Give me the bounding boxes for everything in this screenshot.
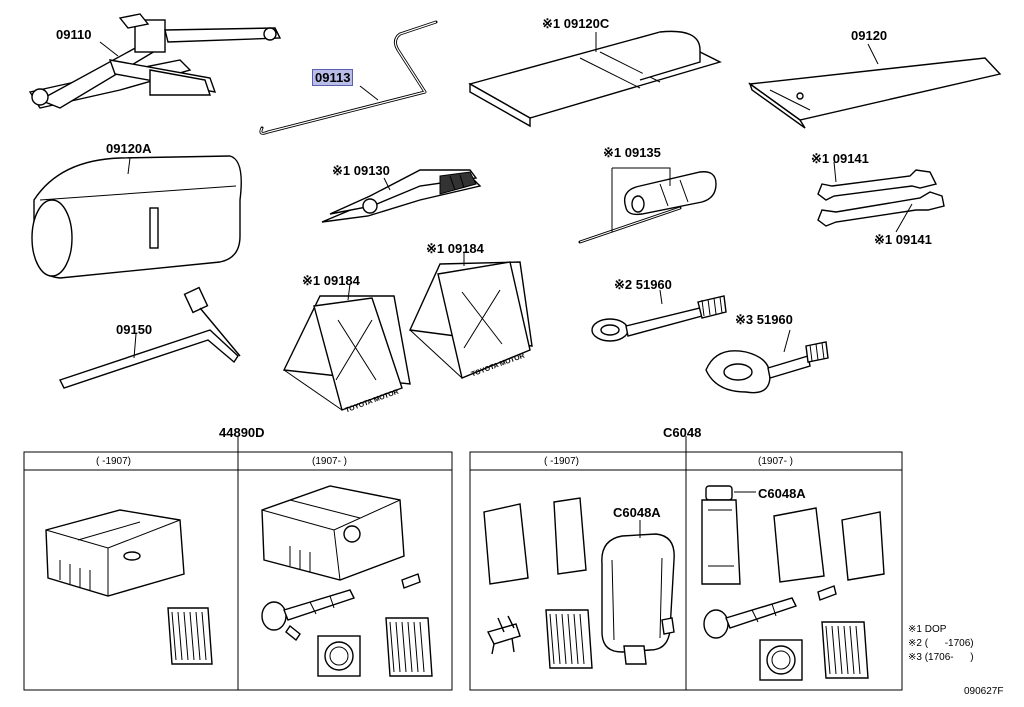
label-repair-kit-c6048[interactable]: C6048 [663, 425, 702, 440]
date-range-44890d-old: ( -1907) [96, 456, 132, 467]
label-tool-bag-c[interactable]: ※1 09120C [542, 16, 610, 31]
lug-wrench-drawing [59, 286, 241, 389]
bags-b-drawing [773, 507, 885, 583]
label-repair-kit-44890d[interactable]: 44890D [219, 425, 265, 440]
sealant-pads-b-drawing [385, 617, 433, 677]
date-range-c6048-old: ( -1907) [544, 456, 580, 467]
label-lug-wrench[interactable]: 09150 [116, 322, 153, 337]
label-towing-eye-b[interactable]: ※3 51960 [735, 312, 793, 327]
wrench-b-drawing [817, 191, 945, 227]
label-triangle-b[interactable]: ※1 09184 [426, 241, 484, 256]
label-towing-eye-a[interactable]: ※2 51960 [614, 277, 672, 292]
towing-eye-b-drawing [705, 341, 829, 394]
valve-core-a-drawing [401, 573, 421, 589]
label-tool-case[interactable]: 09120A [106, 141, 152, 156]
wrench-a-drawing [817, 169, 938, 201]
hose-a-drawing [261, 589, 355, 642]
label-wrench-b[interactable]: ※1 09141 [874, 232, 932, 247]
tool-bag-c-drawing [468, 30, 722, 128]
warning-triangle-a-drawing [282, 295, 411, 411]
date-range-44890d-new: (1907- ) [312, 456, 348, 467]
sticker-a-drawing [317, 635, 361, 677]
valve-core-b-drawing [817, 585, 837, 601]
jack-handle-drawing [259, 20, 438, 135]
tool-case-drawing [31, 155, 242, 279]
sealant-pads-c-drawing [545, 609, 593, 669]
connectors-a-drawing [486, 615, 521, 655]
screwdriver-drawing [578, 171, 717, 244]
kit-44890d-frame [23, 436, 453, 691]
label-tool-bag[interactable]: 09120 [851, 28, 888, 43]
kit-c6048-frame [469, 436, 903, 691]
sealant-pads-a-drawing [167, 607, 213, 665]
label-screwdriver[interactable]: ※1 09135 [603, 145, 661, 160]
compressor-old-drawing [45, 509, 185, 597]
date-range-c6048-new: (1907- ) [758, 456, 794, 467]
scissor-jack-drawing [28, 13, 282, 109]
sealant-pads-d-drawing [821, 621, 869, 679]
label-triangle-a[interactable]: ※1 09184 [302, 273, 360, 288]
sticker-b-drawing [759, 639, 803, 681]
tool-bag-drawing [748, 57, 1002, 129]
sealant-bottle-b-drawing [701, 485, 741, 585]
bags-a-drawing [483, 497, 587, 585]
warning-triangle-b-drawing [408, 261, 533, 379]
towing-eye-a-drawing [591, 295, 727, 342]
label-wrench-a[interactable]: ※1 09141 [811, 151, 869, 166]
legend-line-3: ※3 (1706- ) [908, 652, 974, 663]
diagram-id: 090627F [964, 686, 1004, 697]
sealant-bottle-a-drawing [601, 533, 675, 665]
label-sealant-a[interactable]: C6048A [613, 505, 661, 520]
label-pliers[interactable]: ※1 09130 [332, 163, 390, 178]
label-jack-handle[interactable]: 09113 [312, 69, 354, 86]
label-sealant-b[interactable]: C6048A [758, 486, 806, 501]
label-jack[interactable]: 09110 [56, 27, 92, 42]
legend-line-1: ※1 DOP [908, 624, 947, 635]
compressor-new-drawing [261, 485, 405, 581]
legend-line-2: ※2 ( -1706) [908, 638, 974, 649]
pliers-drawing [321, 169, 482, 223]
hose-b-drawing [703, 597, 797, 639]
